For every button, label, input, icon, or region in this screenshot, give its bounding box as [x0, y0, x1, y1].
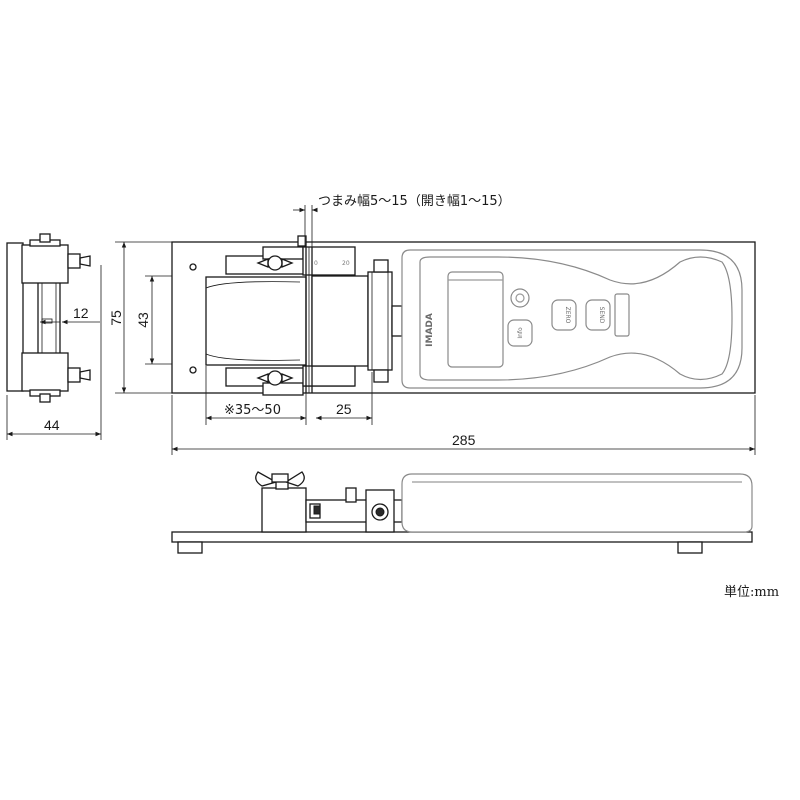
zero-button-label: ZERO	[564, 307, 571, 324]
knob-width-label: つまみ幅5～15（開き幅1～15）	[318, 194, 511, 209]
send-button	[585, 299, 611, 331]
dim-44-label: 44	[44, 417, 60, 433]
side-nut-top	[67, 253, 81, 269]
top-view: 0 20 IMADA Info ZERO SEND	[171, 194, 756, 396]
wing-nut-bottom	[267, 370, 283, 386]
dim-25: 25	[316, 372, 373, 425]
dim-285-label: 285	[452, 432, 476, 448]
dim-12-label: 12	[73, 305, 89, 321]
svg-text:IMADA: IMADA	[425, 313, 435, 347]
unit-label: 単位:mm	[724, 584, 779, 600]
power-button	[510, 288, 530, 308]
svg-text:0: 0	[314, 260, 318, 267]
dim-44: 44	[6, 265, 102, 440]
side-bottom-jaw	[21, 352, 69, 392]
info-button	[507, 319, 533, 347]
side-screw-bottom	[39, 393, 51, 403]
dim-25-label: 25	[336, 401, 352, 417]
clamp-block-top	[262, 246, 304, 260]
dim-75: 75	[108, 241, 172, 394]
side-back-plate	[6, 242, 24, 392]
front-base	[171, 531, 753, 543]
front-view	[171, 471, 753, 554]
foot-right	[677, 541, 703, 554]
gauge-port	[614, 293, 630, 337]
side-view	[6, 233, 91, 403]
clamp-sample	[205, 276, 307, 366]
clamp-block-bottom	[262, 382, 304, 396]
side-nut-bottom	[67, 367, 81, 383]
force-gauge: IMADA Info ZERO SEND	[401, 249, 743, 389]
side-top-jaw	[21, 244, 69, 284]
gauge-display	[447, 271, 504, 368]
dim-43-label: 43	[135, 312, 151, 328]
info-button-label: Info	[517, 327, 524, 339]
zero-button	[551, 299, 577, 331]
dim-75-label: 75	[108, 310, 124, 326]
svg-text:20: 20	[342, 260, 350, 267]
front-clamp-block	[261, 487, 307, 533]
send-button-label: SEND	[598, 307, 605, 324]
dim-35-50: ※35～50	[205, 366, 307, 425]
dim-12: 12	[40, 305, 100, 325]
dim-35-50-label: ※35～50	[224, 403, 281, 418]
dim-285: 285	[171, 395, 756, 455]
front-gauge-body	[401, 473, 753, 533]
foot-left	[177, 541, 203, 554]
side-screw-top	[39, 233, 51, 243]
wing-nut-top	[267, 255, 283, 271]
